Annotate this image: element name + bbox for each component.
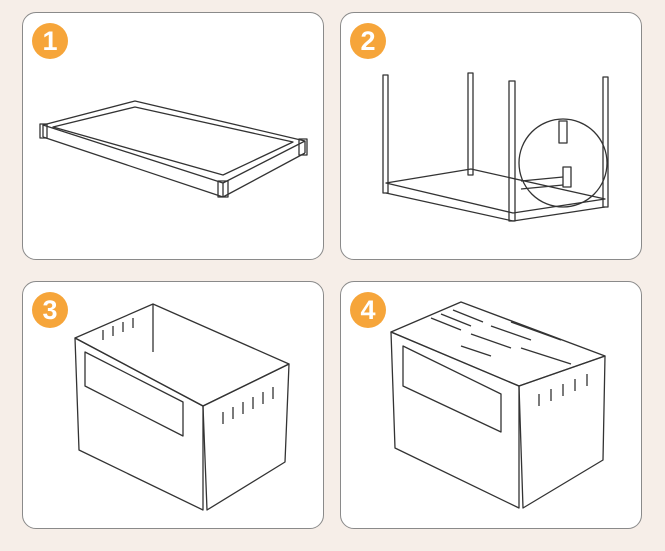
frame-posts-illustration <box>382 72 609 222</box>
step-number-badge: 2 <box>350 23 386 59</box>
step-3-panel: 3 <box>22 281 324 529</box>
step-1-panel: 1 <box>22 12 324 260</box>
step-number-badge: 3 <box>32 292 68 328</box>
step-4-panel: 4 <box>340 281 642 529</box>
step-number-badge: 1 <box>32 23 68 59</box>
side-panels-illustration <box>74 303 290 511</box>
base-frame-illustration <box>39 100 308 198</box>
completed-cage-illustration <box>390 301 606 509</box>
step-number-badge: 4 <box>350 292 386 328</box>
step-2-panel: 2 <box>340 12 642 260</box>
